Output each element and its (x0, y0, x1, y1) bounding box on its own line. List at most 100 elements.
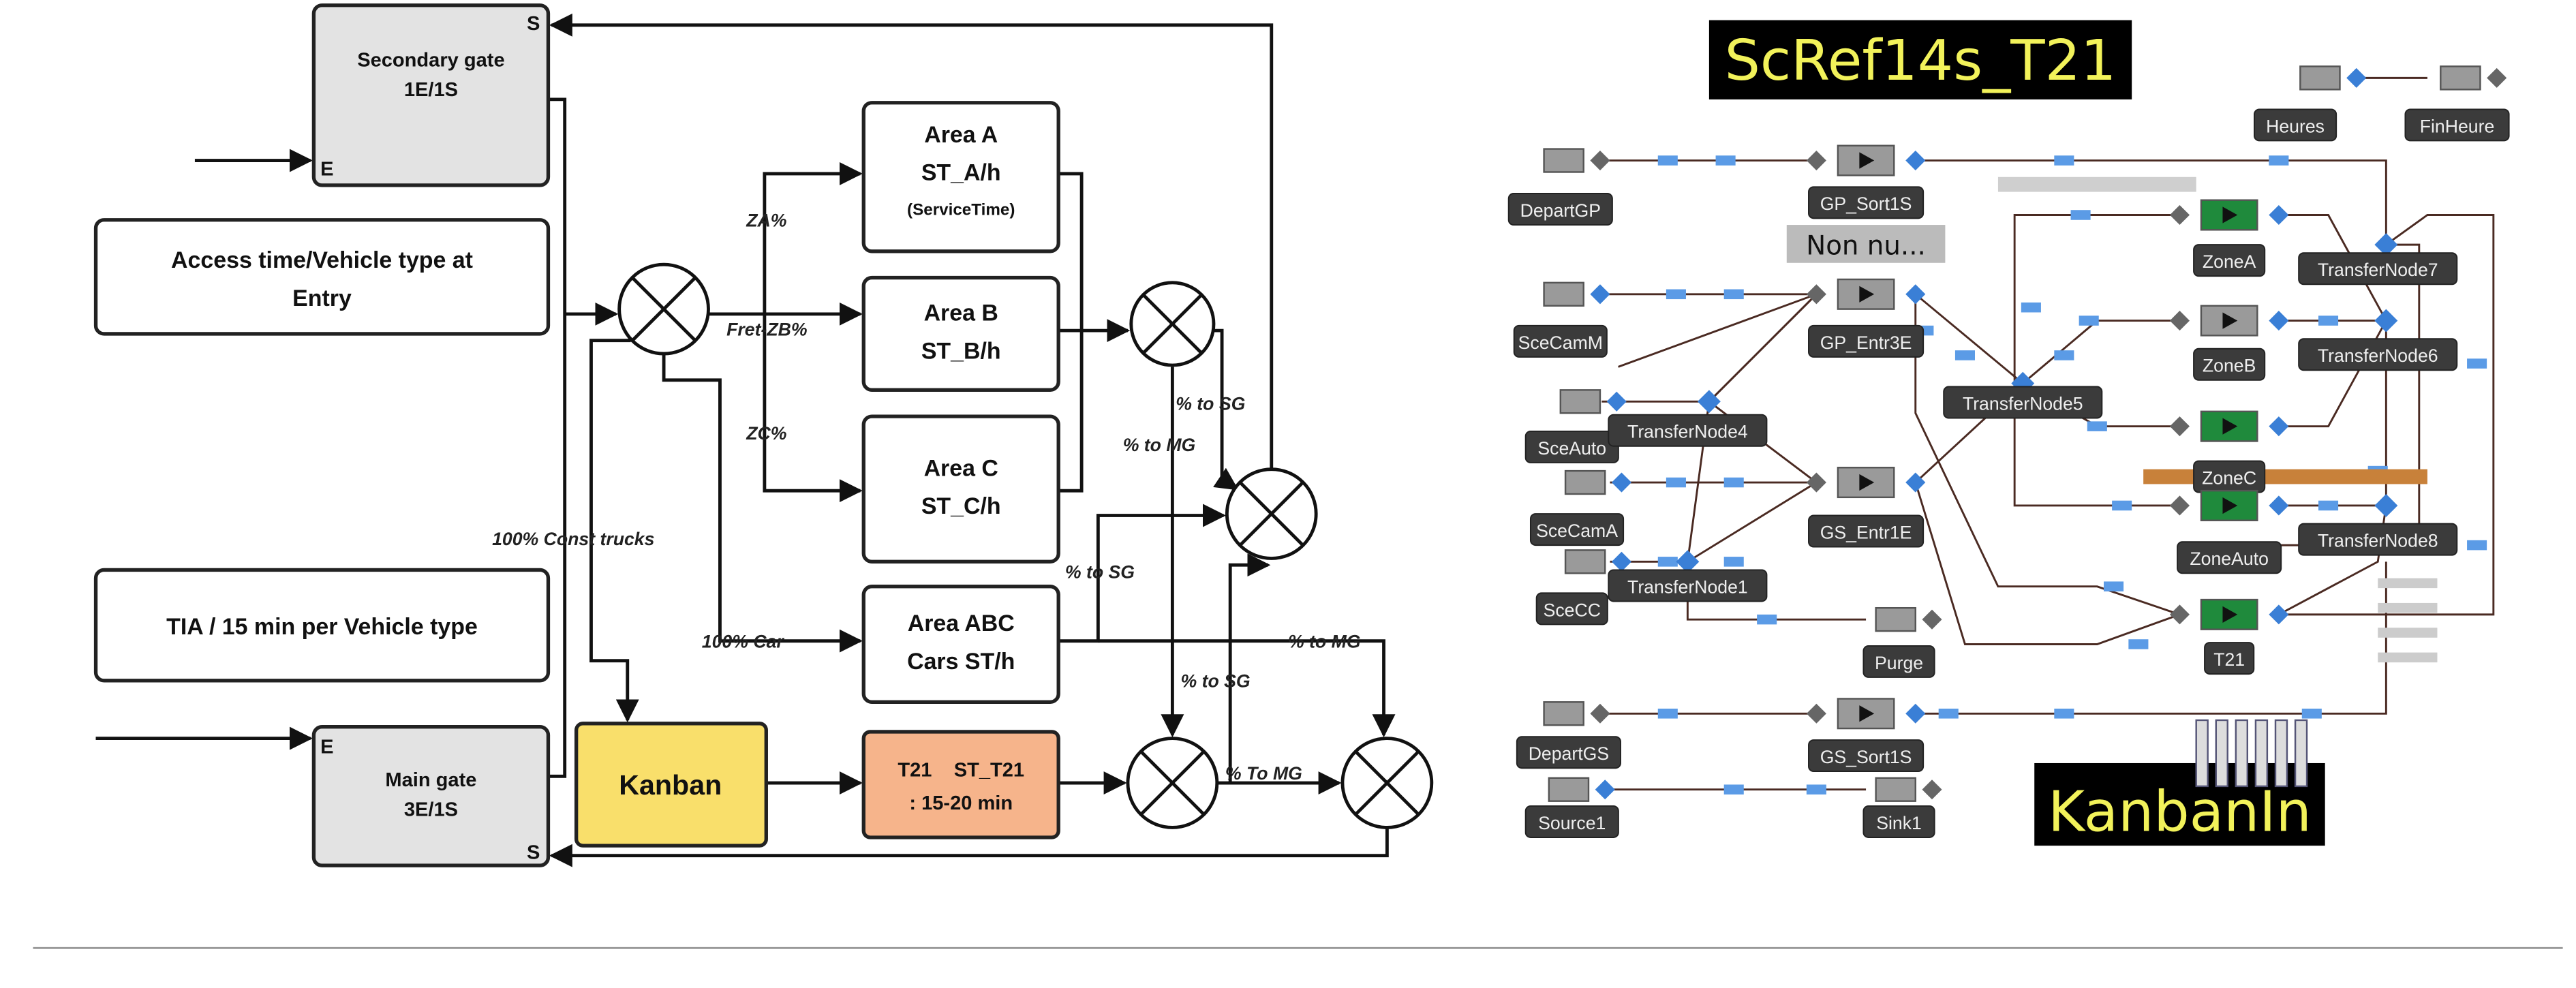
sim-node-t21[interactable]: T21 (2169, 598, 2289, 675)
gate-exit-label: S (527, 13, 540, 35)
svg-text:(ServiceTime): (ServiceTime) (907, 201, 1015, 219)
svg-text:Kanban: Kanban (619, 769, 722, 801)
sim-node-label: GP_Entr3E (1820, 333, 1912, 353)
transfer-node-icon (2374, 494, 2398, 517)
flow-arrow-marker (2128, 639, 2149, 649)
svg-text:ScRef14s_T21: ScRef14s_T21 (1725, 29, 2117, 93)
flow-arrow-marker (2318, 500, 2339, 511)
sim-node-scecc[interactable]: SceCC (1535, 549, 1631, 626)
play-icon (1859, 474, 1875, 491)
area-c: Area C ST_C/h (861, 414, 1060, 564)
flow-arrow-marker (1666, 477, 1686, 488)
sim-node-label: DepartGP (1520, 200, 1601, 221)
source-icon (1548, 777, 1590, 802)
sim-node-tn5[interactable]: TransferNode5 (1943, 371, 2103, 419)
svg-text:% to SG: % to SG (1181, 671, 1251, 692)
transfer-node-icon (2374, 309, 2398, 333)
sim-node-tn7[interactable]: TransferNode7 (2298, 233, 2458, 285)
flow-arrow-marker (1723, 477, 1744, 488)
area-abc: Area ABC Cars ST/h (861, 585, 1060, 704)
access-time-box: Access time/Vehicle type at Entry (93, 218, 551, 336)
sim-node-source1[interactable]: Source1 (1524, 777, 1619, 838)
sim-node-label: TransferNode8 (2318, 531, 2438, 551)
mixer-node (1340, 737, 1434, 829)
queue-slot (2378, 628, 2438, 638)
sink-icon (2440, 65, 2481, 91)
svg-text:T21 ST_T21: T21 ST_T21 (898, 759, 1024, 781)
svg-text:% to SG: % to SG (1176, 393, 1245, 414)
queue-slot (2378, 578, 2438, 589)
sim-node-label: TransferNode5 (1963, 393, 2083, 414)
sim-node-departgp[interactable]: DepartGP (1507, 148, 1613, 226)
svg-text:100% Car: 100% Car (702, 631, 785, 651)
sim-node-finheure[interactable]: FinHeure (2404, 65, 2510, 142)
sim-node-zonea[interactable]: ZoneA (2169, 199, 2289, 277)
svg-text:% To MG: % To MG (1225, 763, 1302, 784)
edge-labels: ZA% Fret-ZB% ZC% 100% Const trucks 100% … (492, 210, 1360, 784)
svg-text:% to MG: % to MG (1288, 631, 1361, 651)
sim-node-gs_sort1s[interactable]: GS_Sort1S (1806, 698, 1926, 773)
play-icon (1859, 705, 1875, 722)
t21-box: T21 ST_T21 : 15-20 min (861, 730, 1060, 839)
sim-node-scecama[interactable]: SceCamA (1529, 469, 1631, 546)
status-box[interactable]: Non nu... (1786, 225, 1946, 263)
svg-text:3E/1S: 3E/1S (404, 799, 458, 821)
sim-node-label: FinHeure (2420, 116, 2495, 136)
sim-node-sink1[interactable]: Sink1 (1862, 777, 1942, 838)
sim-node-tn4[interactable]: TransferNode4 (1608, 390, 1768, 447)
kanban-slot (2195, 719, 2209, 788)
source-icon (1564, 469, 1606, 495)
svg-text:ST_B/h: ST_B/h (921, 338, 1001, 364)
flow-arrow-marker (2104, 581, 2124, 591)
sim-node-zoneb[interactable]: ZoneB (2169, 305, 2289, 381)
sim-node-sceauto[interactable]: SceAuto (1524, 389, 1627, 463)
flow-connectors (95, 13, 1396, 867)
flow-arrow-marker (2112, 500, 2132, 511)
flow-arrow-marker (1723, 784, 1744, 794)
sim-node-label: SceCamM (1518, 333, 1603, 353)
mixer-node (1126, 737, 1219, 829)
queue-slot (2378, 652, 2438, 663)
sim-node-label: GP_Sort1S (1820, 194, 1912, 214)
kanban-slot (2235, 719, 2249, 788)
kanban-slot (2215, 719, 2228, 788)
sim-node-label: TransferNode7 (2318, 260, 2438, 280)
flow-arrow-marker (2054, 709, 2074, 719)
play-icon (2222, 206, 2238, 223)
kanban-slot (2294, 719, 2308, 788)
sim-node-zonec[interactable]: ZoneC (2169, 410, 2289, 493)
transfer-node-icon (1697, 390, 1721, 414)
sim-node-label: Source1 (1538, 813, 1606, 833)
sim-node-gs_entr1e[interactable]: GS_Entr1E (1806, 467, 1926, 548)
sim-node-label: ZoneAuto (2190, 549, 2269, 569)
mixer-node (617, 262, 710, 356)
sim-node-gp_entr3e[interactable]: GP_Entr3E (1806, 278, 1926, 358)
sim-node-tn8[interactable]: TransferNode8 (2298, 494, 2458, 556)
sim-title: ScRef14s_T21 (1708, 20, 2132, 99)
sink-icon (1543, 148, 1584, 173)
sim-node-departgs[interactable]: DepartGS (1516, 701, 1621, 769)
flow-arrow-marker (1715, 155, 1736, 166)
flow-arrow-marker (1666, 289, 1686, 300)
sim-node-label: Heures (2266, 116, 2325, 136)
svg-text:Cars ST/h: Cars ST/h (907, 649, 1015, 675)
flow-arrow-marker (1954, 350, 1975, 360)
sim-node-tn1[interactable]: TransferNode1 (1608, 550, 1768, 602)
sim-node-label: Purge (1875, 653, 1923, 673)
sim-node-gp_sort1s[interactable]: GP_Sort1S (1806, 144, 1926, 219)
sink-icon (1543, 701, 1584, 726)
flow-arrow-marker (1723, 557, 1744, 567)
flow-arrow-marker (2054, 155, 2074, 166)
sim-node-scecamm[interactable]: SceCamM (1513, 281, 1610, 358)
sim-node-heures[interactable]: Heures (2254, 65, 2367, 142)
svg-text:Main gate: Main gate (385, 769, 476, 791)
sim-node-label: SceCC (1544, 600, 1601, 620)
sim-node-purge[interactable]: Purge (1862, 606, 1942, 678)
sim-node-label: SceAuto (1537, 438, 1606, 459)
sim-node-zoneauto[interactable]: ZoneAuto (2169, 489, 2289, 574)
svg-text:KanbanIn: KanbanIn (2048, 779, 2312, 844)
kanban-box: Kanban (574, 722, 768, 848)
flow-arrow-marker (1657, 709, 1678, 719)
svg-text:% to SG: % to SG (1065, 562, 1135, 583)
